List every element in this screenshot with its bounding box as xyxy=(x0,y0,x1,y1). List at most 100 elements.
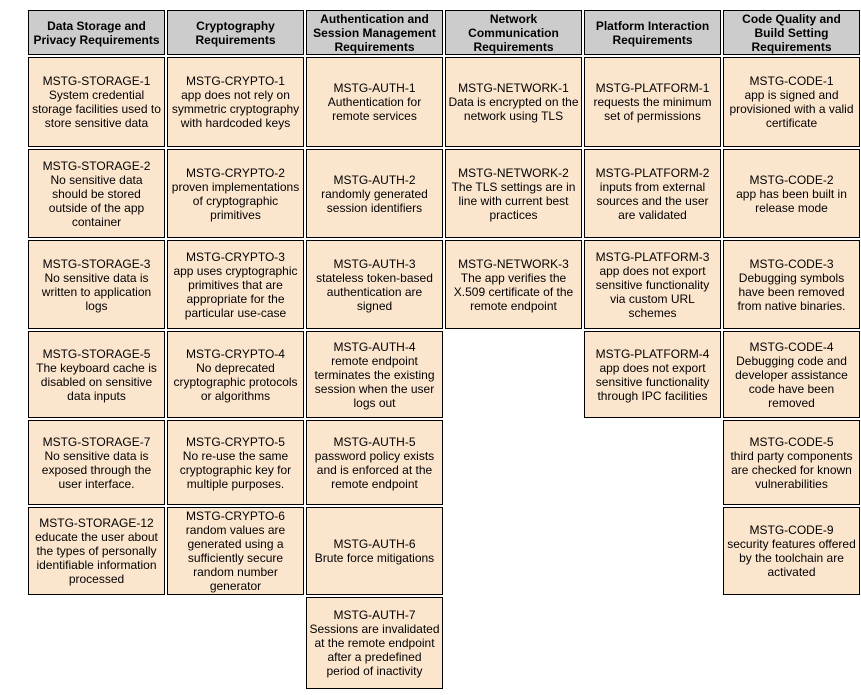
requirement-cell-crypto-6: MSTG-CRYPTO-6 random values are generate… xyxy=(167,507,304,595)
requirement-desc: Brute force mitigations xyxy=(314,551,435,565)
requirement-code: MSTG-CRYPTO-4 xyxy=(186,346,285,361)
requirement-code: MSTG-CRYPTO-2 xyxy=(186,165,285,180)
requirement-desc: app does not rely on symmetric cryptogra… xyxy=(171,88,300,130)
requirement-cell-code-1: MSTG-CODE-1 app is signed and provisione… xyxy=(723,57,860,147)
requirement-cell-crypto-2: MSTG-CRYPTO-2 proven implementations of … xyxy=(167,149,304,238)
requirement-cell-platform-2: MSTG-PLATFORM-2 inputs from external sou… xyxy=(584,149,721,238)
requirement-cell-network-3: MSTG-NETWORK-3 The app verifies the X.50… xyxy=(445,240,582,329)
requirement-cell-auth-6: MSTG-AUTH-6 Brute force mitigations xyxy=(306,507,443,595)
requirement-desc: educate the user about the types of pers… xyxy=(35,530,158,586)
requirement-desc: No sensitive data should be stored outsi… xyxy=(48,172,145,229)
requirement-cell-auth-5: MSTG-AUTH-5 password policy exists and i… xyxy=(306,420,443,505)
requirement-code: MSTG-PLATFORM-1 xyxy=(595,81,710,95)
requirement-cell-crypto-3: MSTG-CRYPTO-3 app uses cryptographic pri… xyxy=(167,240,304,329)
requirement-code: MSTG-AUTH-4 xyxy=(333,339,416,354)
header-authentication-session: Authentication and Session Management Re… xyxy=(306,10,443,55)
requirement-desc: No re-use the same cryptographic key for… xyxy=(179,448,292,491)
requirement-cell-platform-1: MSTG-PLATFORM-1 requests the minimum set… xyxy=(584,57,721,147)
requirement-code: MSTG-PLATFORM-4 xyxy=(595,346,710,361)
requirement-desc: app is signed and provisioned with a val… xyxy=(729,88,854,130)
header-code-quality-build: Code Quality and Build Setting Requireme… xyxy=(723,10,860,55)
requirement-code: MSTG-AUTH-3 xyxy=(333,256,416,271)
requirement-cell-storage-2: MSTG-STORAGE-2 No sensitive data should … xyxy=(28,149,165,238)
requirement-code: MSTG-STORAGE-7 xyxy=(42,434,151,449)
requirement-cell-crypto-1: MSTG-CRYPTO-1 app does not rely on symme… xyxy=(167,57,304,147)
requirement-code: MSTG-STORAGE-2 xyxy=(42,158,151,173)
requirement-cell-code-3: MSTG-CODE-3 Debugging symbols have been … xyxy=(723,240,860,329)
mstg-requirements-table: Data Storage and Privacy Requirements Cr… xyxy=(28,10,860,689)
requirement-desc: password policy exists and is enforced a… xyxy=(314,448,435,491)
requirement-desc: security features offered by the toolcha… xyxy=(727,537,856,579)
requirement-cell-auth-4: MSTG-AUTH-4 remote endpoint terminates t… xyxy=(306,331,443,418)
requirement-code: MSTG-AUTH-5 xyxy=(333,434,416,449)
requirement-desc: randomly generated session identifiers xyxy=(321,186,428,215)
requirement-code: MSTG-STORAGE-1 xyxy=(42,74,151,88)
requirement-desc: Debugging symbols have been removed from… xyxy=(737,270,846,313)
requirement-cell-auth-1: MSTG-AUTH-1 Authentication for remote se… xyxy=(306,57,443,147)
requirement-desc: app does not export sensitive functional… xyxy=(595,360,710,403)
requirement-desc: stateless token-based authentication are… xyxy=(316,270,433,313)
requirement-desc: random values are generated using a suff… xyxy=(185,523,286,593)
requirement-desc: requests the minimum set of permissions xyxy=(593,95,712,123)
requirement-code: MSTG-CODE-9 xyxy=(749,523,834,537)
requirement-cell-storage-7: MSTG-STORAGE-7 No sensitive data is expo… xyxy=(28,420,165,505)
requirement-cell-storage-1: MSTG-STORAGE-1 System credential storage… xyxy=(28,57,165,147)
requirement-cell-storage-5: MSTG-STORAGE-5 The keyboard cache is dis… xyxy=(28,331,165,418)
requirement-desc: Data is encrypted on the network using T… xyxy=(448,95,579,123)
requirement-code: MSTG-CRYPTO-5 xyxy=(186,434,285,449)
requirement-desc: app has been built in release mode xyxy=(736,186,847,215)
requirement-cell-code-2: MSTG-CODE-2 app has been built in releas… xyxy=(723,149,860,238)
requirement-desc: No deprecated cryptographic protocols or… xyxy=(173,360,298,403)
requirement-desc: No sensitive data is exposed through the… xyxy=(41,448,152,491)
requirement-desc: remote endpoint terminates the existing … xyxy=(314,353,435,410)
requirement-cell-auth-3: MSTG-AUTH-3 stateless token-based authen… xyxy=(306,240,443,329)
requirement-code: MSTG-AUTH-2 xyxy=(333,172,416,187)
requirement-code: MSTG-NETWORK-2 xyxy=(458,165,569,180)
requirement-desc: System credential storage facilities use… xyxy=(32,88,161,130)
requirement-code: MSTG-PLATFORM-2 xyxy=(595,165,710,180)
requirement-desc: app does not export sensitive functional… xyxy=(595,263,710,320)
header-data-storage-privacy: Data Storage and Privacy Requirements xyxy=(28,10,165,55)
requirement-code: MSTG-CRYPTO-1 xyxy=(186,74,285,88)
requirement-desc: Debugging code and developer assistance … xyxy=(735,353,848,410)
requirement-cell-platform-4: MSTG-PLATFORM-4 app does not export sens… xyxy=(584,331,721,418)
requirement-cell-auth-7: MSTG-AUTH-7 Sessions are invalidated at … xyxy=(306,597,443,689)
requirement-code: MSTG-AUTH-1 xyxy=(333,81,416,95)
requirement-code: MSTG-CODE-1 xyxy=(749,74,834,88)
header-network-communication: Network Communication Requirements xyxy=(445,10,582,55)
requirement-cell-code-4: MSTG-CODE-4 Debugging code and developer… xyxy=(723,331,860,418)
requirement-desc: The app verifies the X.509 certificate o… xyxy=(453,270,574,313)
requirement-desc: proven implementations of cryptographic … xyxy=(171,179,300,222)
requirement-cell-storage-3: MSTG-STORAGE-3 No sensitive data is writ… xyxy=(28,240,165,329)
requirement-cell-auth-2: MSTG-AUTH-2 randomly generated session i… xyxy=(306,149,443,238)
requirement-code: MSTG-STORAGE-5 xyxy=(42,346,151,361)
requirement-code: MSTG-CODE-3 xyxy=(749,256,834,271)
requirement-cell-network-2: MSTG-NETWORK-2 The TLS settings are in l… xyxy=(445,149,582,238)
requirement-cell-storage-12: MSTG-STORAGE-12 educate the user about t… xyxy=(28,507,165,595)
requirement-desc: Authentication for remote services xyxy=(327,95,422,123)
requirement-code: MSTG-CODE-4 xyxy=(749,339,834,354)
requirement-cell-network-1: MSTG-NETWORK-1 Data is encrypted on the … xyxy=(445,57,582,147)
requirement-code: MSTG-NETWORK-1 xyxy=(458,81,569,95)
requirement-code: MSTG-AUTH-7 xyxy=(333,608,416,622)
requirement-code: MSTG-STORAGE-12 xyxy=(39,516,154,530)
requirement-cell-crypto-4: MSTG-CRYPTO-4 No deprecated cryptographi… xyxy=(167,331,304,418)
requirement-code: MSTG-CRYPTO-6 xyxy=(186,509,285,523)
requirement-cell-code-9: MSTG-CODE-9 security features offered by… xyxy=(723,507,860,595)
requirement-desc: third party components are checked for k… xyxy=(730,448,853,491)
requirement-code: MSTG-CODE-2 xyxy=(749,172,834,187)
header-platform-interaction: Platform Interaction Requirements xyxy=(584,10,721,55)
requirement-code: MSTG-PLATFORM-3 xyxy=(595,249,710,264)
requirement-code: MSTG-CODE-5 xyxy=(749,434,834,449)
requirement-desc: The TLS settings are in line with curren… xyxy=(451,179,576,222)
requirement-cell-crypto-5: MSTG-CRYPTO-5 No re-use the same cryptog… xyxy=(167,420,304,505)
requirement-desc: inputs from external sources and the use… xyxy=(596,179,709,222)
requirement-desc: The keyboard cache is disabled on sensit… xyxy=(36,360,157,403)
requirement-cell-platform-3: MSTG-PLATFORM-3 app does not export sens… xyxy=(584,240,721,329)
requirement-desc: app uses cryptographic primitives that a… xyxy=(173,263,298,320)
requirement-desc: No sensitive data is written to applicat… xyxy=(41,270,152,313)
header-cryptography: Cryptography Requirements xyxy=(167,10,304,55)
requirement-code: MSTG-CRYPTO-3 xyxy=(186,249,285,264)
requirement-code: MSTG-NETWORK-3 xyxy=(458,256,569,271)
requirement-code: MSTG-AUTH-6 xyxy=(333,537,416,551)
